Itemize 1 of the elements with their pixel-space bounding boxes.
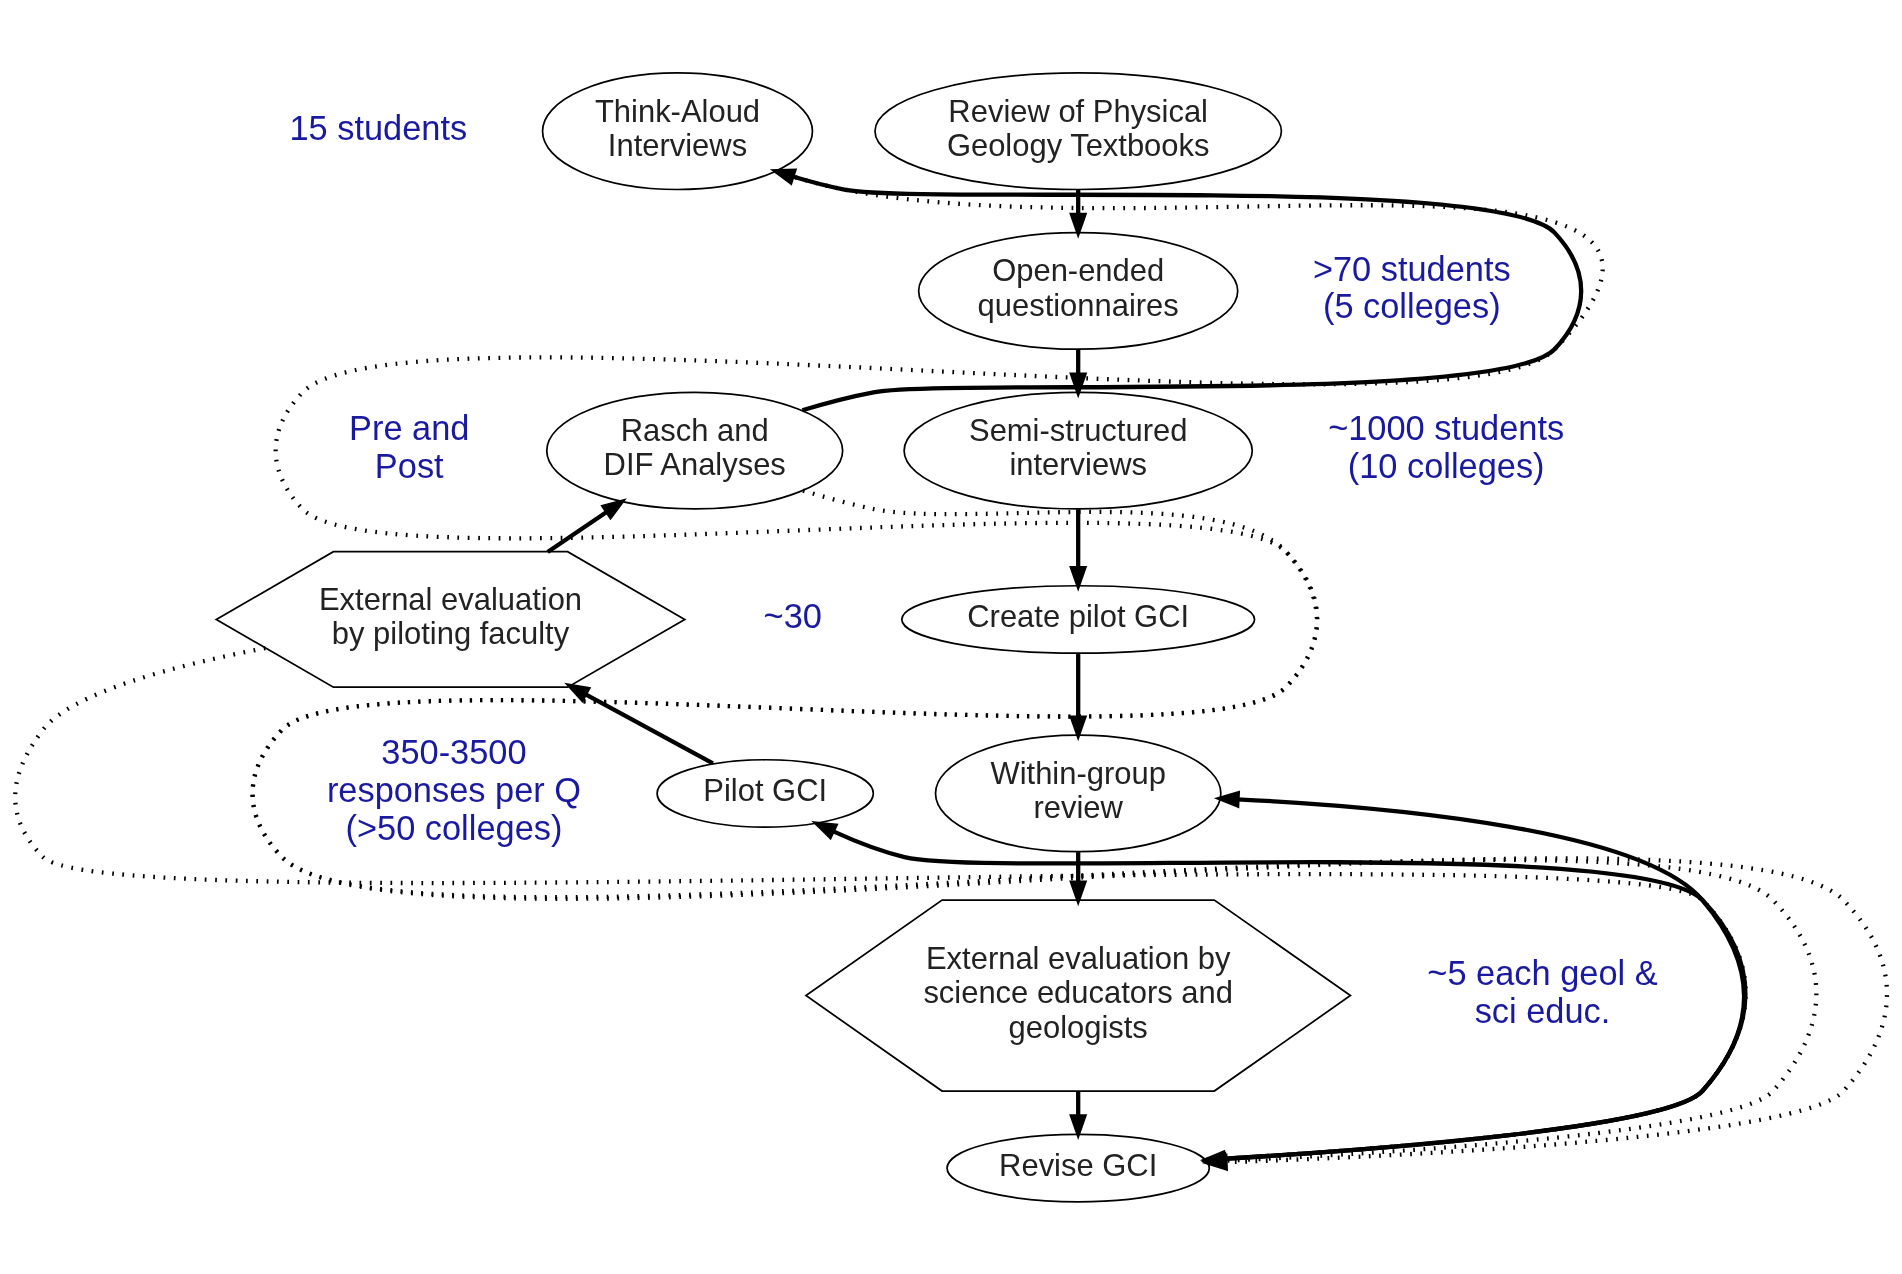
node-label: 15 students: [289, 108, 468, 147]
